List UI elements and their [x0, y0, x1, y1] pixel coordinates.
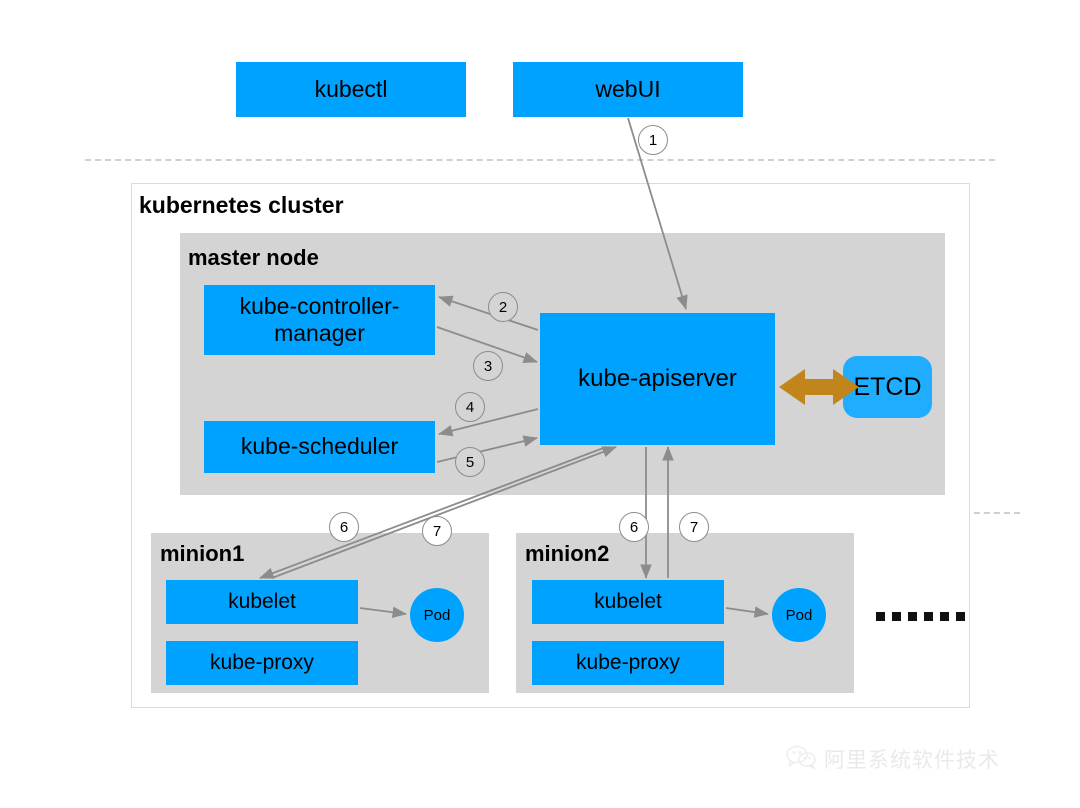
- separator-clients-cluster: [85, 159, 995, 161]
- component-label: kubelet: [228, 589, 296, 613]
- client-box-kubectl[interactable]: kubectl: [236, 62, 466, 117]
- pod-label: Pod: [423, 606, 451, 624]
- minion1-component-kubelet[interactable]: kubelet: [166, 580, 358, 624]
- client-label-webui: webUI: [595, 75, 661, 102]
- flow-marker-4: 4: [455, 392, 485, 422]
- component-label: kube-proxy: [210, 650, 314, 674]
- minion2-component-kubelet[interactable]: kubelet: [532, 580, 724, 624]
- component-label: kube-scheduler: [240, 433, 399, 460]
- flow-marker-7-minion2: 7: [679, 512, 709, 542]
- master-node-title: master node: [188, 245, 319, 270]
- minion2-component-kube-proxy[interactable]: kube-proxy: [532, 641, 724, 685]
- flow-marker-2: 2: [488, 292, 518, 322]
- client-box-webui[interactable]: webUI: [513, 62, 743, 117]
- flow-marker-7-minion1: 7: [422, 516, 452, 546]
- pod-label: Pod: [785, 606, 813, 624]
- flow-marker-3: 3: [473, 351, 503, 381]
- flow-marker-6-minion1: 6: [329, 512, 359, 542]
- wechat-icon: [786, 745, 816, 774]
- flow-marker-5: 5: [455, 447, 485, 477]
- minion1-pod[interactable]: Pod: [410, 588, 464, 642]
- minion1-component-kube-proxy[interactable]: kube-proxy: [166, 641, 358, 685]
- component-kube-scheduler[interactable]: kube-scheduler: [204, 421, 435, 473]
- component-kube-controller-manager[interactable]: kube-controller- manager: [204, 285, 435, 355]
- component-label: kubelet: [594, 589, 662, 613]
- minion2-pod[interactable]: Pod: [772, 588, 826, 642]
- watermark-text: 阿里系统软件技术: [824, 749, 1000, 772]
- component-label: ETCD: [853, 372, 922, 401]
- component-label: kube-proxy: [576, 650, 680, 674]
- component-label: kube-controller- manager: [239, 292, 400, 346]
- minion1-title: minion1: [160, 541, 245, 566]
- client-label-kubectl: kubectl: [314, 75, 388, 102]
- watermark: 阿里系统软件技术: [786, 744, 1000, 774]
- component-etcd[interactable]: ETCD: [843, 356, 932, 418]
- component-kube-apiserver[interactable]: kube-apiserver: [540, 313, 775, 445]
- minion2-title: minion2: [525, 541, 610, 566]
- component-label: kube-apiserver: [578, 364, 737, 392]
- more-minions-indicator: [876, 612, 965, 621]
- flow-marker-1: 1: [638, 125, 668, 155]
- flow-marker-6-minion2: 6: [619, 512, 649, 542]
- cluster-title: kubernetes cluster: [139, 192, 344, 218]
